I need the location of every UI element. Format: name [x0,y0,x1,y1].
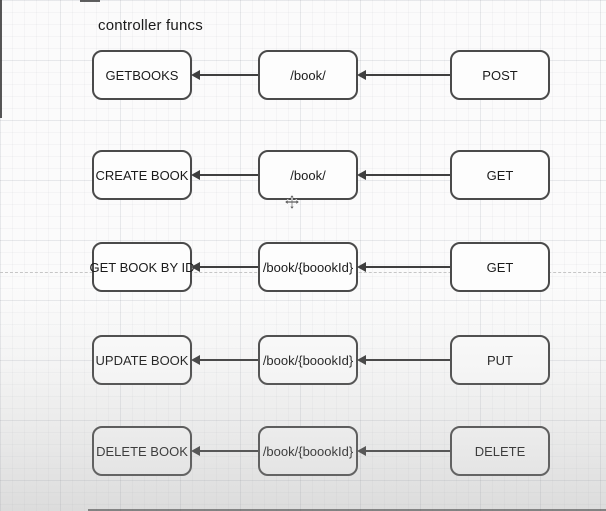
connector-arrow[interactable] [191,262,258,272]
connector-arrow[interactable] [357,170,450,180]
method-label: DELETE [474,443,526,459]
diagram-row: CREATE BOOK /book/ GET [0,150,606,200]
method-node[interactable]: DELETE [450,426,550,476]
method-node[interactable]: PUT [450,335,550,385]
connector-arrow[interactable] [357,446,450,456]
connector-arrow[interactable] [191,70,258,80]
route-label: /book/{boookId} [262,259,354,275]
controller-label: GET BOOK BY ID [89,259,195,275]
controller-label: UPDATE BOOK [95,352,189,368]
diagram-row: UPDATE BOOK /book/{boookId} PUT [0,335,606,385]
controller-node[interactable]: DELETE BOOK [92,426,192,476]
diagram-title[interactable]: controller funcs [98,17,203,34]
method-label: PUT [487,352,513,368]
left-arrowhead-icon [191,355,200,365]
left-arrowhead-icon [357,446,366,456]
controller-node[interactable]: GET BOOK BY ID [89,242,195,292]
left-arrowhead-icon [357,170,366,180]
move-cursor-icon [284,194,300,210]
controller-label: GETBOOKS [105,67,179,83]
route-node[interactable]: /book/ [258,50,358,100]
connector-arrow[interactable] [191,446,258,456]
controller-node[interactable]: GETBOOKS [92,50,192,100]
top-edge-artifact [80,0,100,2]
route-node[interactable]: /book/{boookId} [258,242,358,292]
connector-arrow[interactable] [191,170,258,180]
route-node[interactable]: /book/ [258,150,358,200]
route-label: /book/{boookId} [262,352,354,368]
left-arrowhead-icon [191,70,200,80]
route-label: /book/ [290,67,326,83]
left-arrowhead-icon [357,70,366,80]
left-arrowhead-icon [357,355,366,365]
controller-node[interactable]: UPDATE BOOK [92,335,192,385]
diagram-row: DELETE BOOK /book/{boookId} DELETE [0,426,606,476]
method-node[interactable]: GET [450,150,550,200]
diagram-row: GET BOOK BY ID /book/{boookId} GET [0,242,606,292]
connector-arrow[interactable] [357,262,450,272]
diagram-row: GETBOOKS /book/ POST [0,50,606,100]
method-node[interactable]: POST [450,50,550,100]
bottom-edge-bar [88,509,606,511]
method-label: GET [486,167,514,183]
method-label: GET [486,259,514,275]
method-label: POST [482,67,518,83]
route-node[interactable]: /book/{boookId} [258,426,358,476]
controller-node[interactable]: CREATE BOOK [92,150,192,200]
left-arrowhead-icon [357,262,366,272]
controller-label: CREATE BOOK [95,167,189,183]
route-label: /book/{boookId} [262,443,354,459]
connector-arrow[interactable] [357,70,450,80]
method-node[interactable]: GET [450,242,550,292]
left-arrowhead-icon [191,446,200,456]
left-arrowhead-icon [191,170,200,180]
left-arrowhead-icon [191,262,200,272]
controller-label: DELETE BOOK [96,443,188,459]
route-label: /book/ [290,167,326,183]
connector-arrow[interactable] [357,355,450,365]
left-edge-artifact [0,0,2,118]
connector-arrow[interactable] [191,355,258,365]
route-node[interactable]: /book/{boookId} [258,335,358,385]
